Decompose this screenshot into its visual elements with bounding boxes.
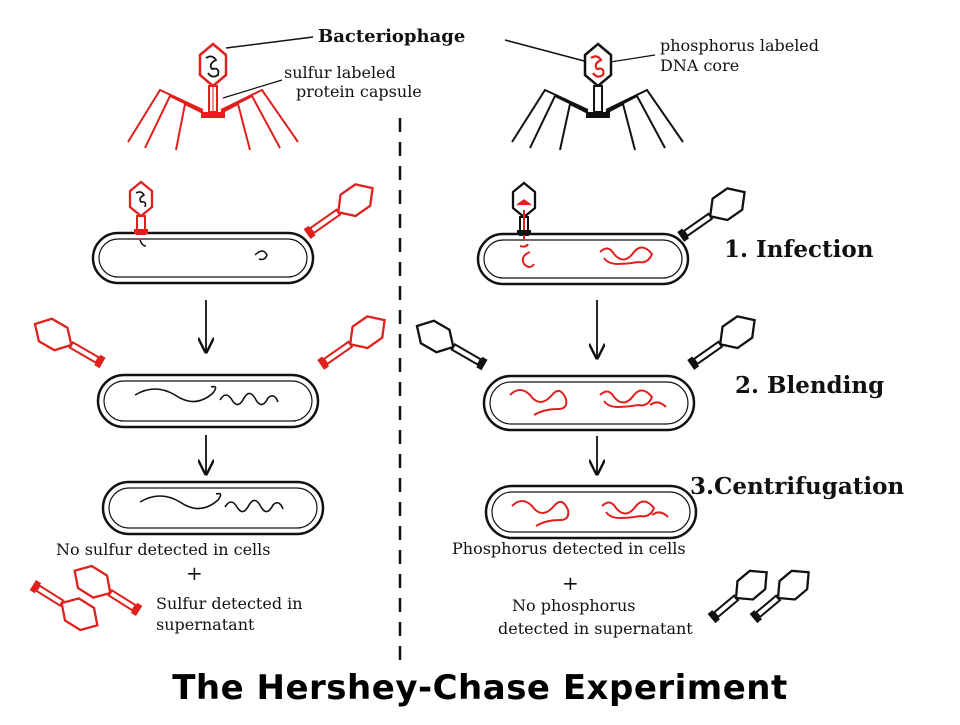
right-supernatant-phage-b <box>749 569 810 624</box>
left-infecting-phage-vertical <box>128 180 154 235</box>
left-phage-label-line2: protein capsule <box>296 82 422 101</box>
right-phage-label-line1: phosphorus labeled <box>660 36 820 55</box>
step-blending: 2. Blending <box>735 372 885 399</box>
right-top-phage <box>511 42 684 151</box>
right-blending-cell <box>482 374 696 432</box>
step-centrifugation: 3.Centrifugation <box>690 473 905 500</box>
right-blend-phage-b <box>687 315 756 370</box>
left-infecting-phage-tilted <box>303 183 374 239</box>
left-top-phage <box>127 42 299 151</box>
left-supernatant-line2: supernatant <box>156 615 255 634</box>
right-infecting-phage-tilted <box>677 187 746 242</box>
step-infection: 1. Infection <box>724 236 874 263</box>
left-centrifuge-cell <box>101 480 325 536</box>
left-blend-phage-a <box>33 317 106 369</box>
left-blending-cell <box>96 373 320 429</box>
left-cells-result: No sulfur detected in cells <box>56 540 271 559</box>
right-plus: + <box>562 571 579 595</box>
page-title: The Hershey-Chase Experiment <box>172 668 788 708</box>
left-phage-label-line1: sulfur labeled <box>284 63 396 82</box>
right-infecting-phage-vertical <box>511 181 537 240</box>
right-cells-result: Phosphorus detected in cells <box>452 539 686 558</box>
left-plus: + <box>186 561 203 585</box>
left-supernatant-line1: Sulfur detected in <box>156 594 303 613</box>
right-supernatant-line2: detected in supernatant <box>498 619 693 638</box>
left-supernatant-phage-b <box>73 564 143 617</box>
right-supernatant-phage-a <box>707 569 768 624</box>
bacteriophage-label: Bacteriophage <box>318 26 466 47</box>
left-infection-cell <box>91 231 315 285</box>
left-blend-phage-b <box>317 315 386 370</box>
left-supernatant-phage-a <box>29 579 99 632</box>
right-blend-phage-a <box>415 319 488 371</box>
right-supernatant-line1: No phosphorus <box>512 596 636 615</box>
right-infection-cell <box>476 232 690 286</box>
right-phage-label-line2: DNA core <box>660 56 740 75</box>
right-centrifuge-cell <box>484 484 698 540</box>
